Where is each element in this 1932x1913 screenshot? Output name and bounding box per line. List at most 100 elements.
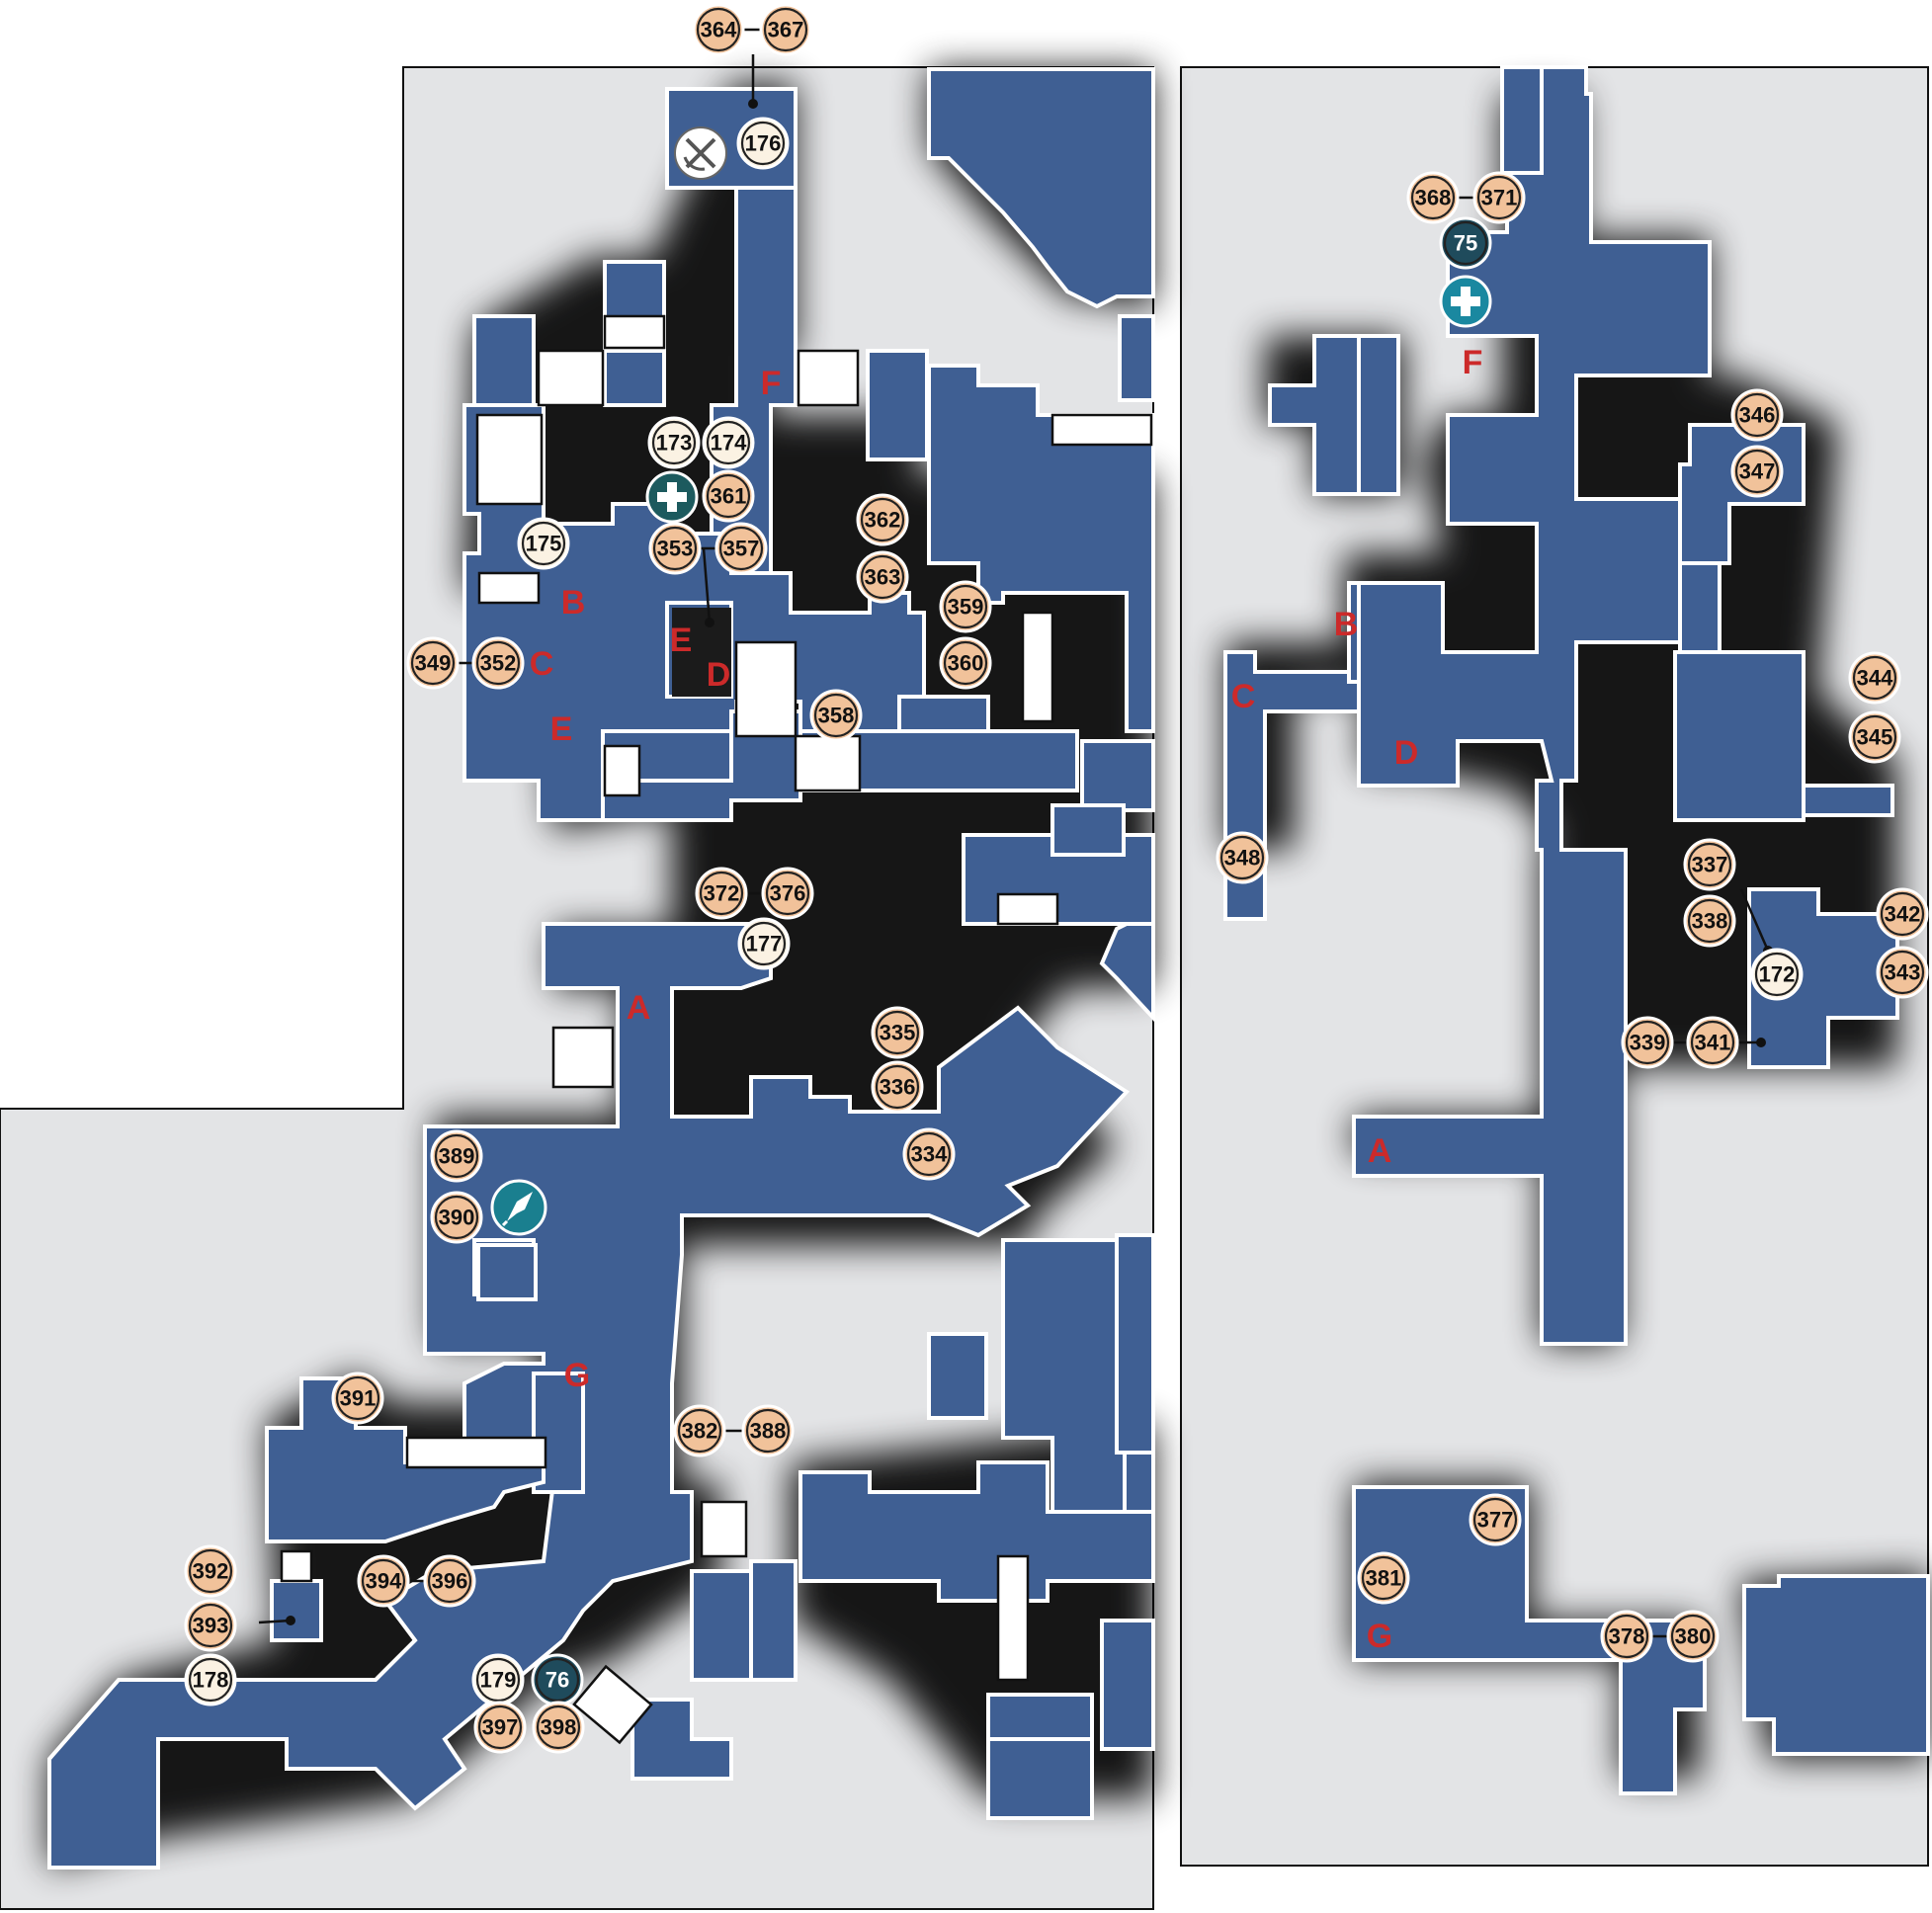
special-marker[interactable]: 75 [1439, 216, 1492, 270]
marker-ring [706, 473, 751, 519]
health-cross-icon[interactable] [1439, 275, 1492, 328]
collectible-marker[interactable]: 359 [939, 580, 992, 633]
collectible-marker[interactable]: 363 [856, 550, 909, 604]
marker-ring [188, 1603, 233, 1648]
collectible-marker[interactable]: 335 [871, 1006, 924, 1059]
collectible-marker[interactable]: 343 [1876, 946, 1929, 999]
collectible-marker[interactable]: 368 [1406, 171, 1460, 224]
marker-number: 392 [193, 1559, 229, 1584]
info-marker[interactable]: 176 [736, 117, 790, 170]
collectible-marker[interactable]: 341 [1686, 1016, 1739, 1069]
marker-number: 357 [723, 537, 760, 561]
marker-number: 343 [1885, 960, 1921, 985]
collectible-marker[interactable]: 391 [331, 1372, 384, 1425]
info-marker[interactable]: 177 [737, 917, 791, 970]
marker-ring [677, 1408, 722, 1454]
collectible-marker[interactable]: 377 [1469, 1493, 1522, 1546]
info-marker[interactable]: 178 [184, 1653, 237, 1706]
collectible-marker[interactable]: 389 [430, 1129, 483, 1183]
collectible-marker[interactable]: 339 [1621, 1016, 1674, 1069]
marker-ring [361, 1558, 406, 1604]
collectible-marker[interactable]: 394 [357, 1554, 410, 1608]
marker-number: 348 [1224, 846, 1261, 871]
collectible-marker[interactable]: 381 [1357, 1551, 1410, 1605]
collectible-marker[interactable]: 337 [1683, 838, 1736, 891]
collectible-marker[interactable]: 388 [741, 1404, 795, 1457]
rocket-arrow-icon[interactable] [490, 1179, 547, 1236]
marker-ring [188, 1548, 233, 1594]
collectible-marker[interactable]: 347 [1730, 445, 1784, 498]
collectible-marker[interactable]: 334 [902, 1127, 956, 1181]
marker-ring [943, 584, 988, 629]
marker-number: 177 [746, 932, 783, 956]
collectible-marker[interactable]: 348 [1216, 831, 1269, 884]
dark-room [672, 608, 731, 697]
info-marker[interactable]: 175 [517, 517, 570, 570]
marker-ring [1670, 1614, 1716, 1659]
marker-number: 359 [948, 595, 984, 620]
collectible-marker[interactable]: 362 [856, 493, 909, 546]
collectible-marker[interactable]: 380 [1666, 1610, 1720, 1663]
collectible-marker[interactable]: 357 [714, 522, 768, 575]
health-cross-icon[interactable] [645, 470, 699, 524]
collectible-marker[interactable]: 398 [532, 1701, 585, 1754]
collectible-marker[interactable]: 349 [406, 636, 460, 690]
marker-ring [1734, 449, 1780, 494]
marker-ring [1754, 952, 1800, 997]
marker-ring [699, 871, 744, 916]
marker-number: 376 [770, 881, 806, 906]
marker-ring [1880, 950, 1925, 995]
info-marker[interactable]: 174 [702, 416, 755, 469]
marker-ring [875, 1064, 920, 1110]
collectible-marker[interactable]: 344 [1848, 651, 1901, 705]
collectible-marker[interactable]: 367 [759, 3, 812, 56]
collectible-marker[interactable]: 338 [1683, 894, 1736, 948]
collectible-marker[interactable]: 378 [1600, 1610, 1653, 1663]
marker-number: 75 [1454, 231, 1477, 256]
marker-number: 372 [704, 881, 740, 906]
collectible-marker[interactable]: 396 [423, 1554, 476, 1608]
marker-ring [188, 1657, 233, 1703]
marker-number: 382 [682, 1419, 718, 1444]
collectible-marker[interactable]: 352 [471, 636, 525, 690]
collectible-marker[interactable]: 353 [648, 522, 702, 575]
marker-number: 381 [1366, 1566, 1402, 1591]
marker-ring [1690, 1020, 1735, 1065]
collectible-marker[interactable]: 382 [673, 1404, 726, 1457]
collectible-marker[interactable]: 342 [1876, 887, 1929, 941]
info-marker[interactable]: 173 [647, 416, 701, 469]
marker-number: 338 [1692, 909, 1728, 934]
collectible-marker[interactable]: 397 [473, 1701, 527, 1754]
marker-number: 360 [948, 651, 984, 676]
collectible-marker[interactable]: 336 [871, 1060, 924, 1114]
info-marker[interactable]: 179 [471, 1653, 525, 1706]
marker-ring [943, 640, 988, 686]
marker-number: 388 [750, 1419, 787, 1444]
crossed-weapons-icon[interactable] [674, 126, 727, 180]
collectible-marker[interactable]: 346 [1730, 388, 1784, 442]
info-marker[interactable]: 172 [1750, 948, 1804, 1001]
collectible-marker[interactable]: 392 [184, 1544, 237, 1598]
collectible-marker[interactable]: 361 [702, 469, 755, 523]
marker-number: 396 [432, 1569, 468, 1594]
transition-letter: F [761, 365, 782, 402]
marker-number: 179 [480, 1668, 517, 1693]
collectible-marker[interactable]: 364 [692, 3, 745, 56]
collectible-marker[interactable]: 360 [939, 636, 992, 690]
collectible-marker[interactable]: 393 [184, 1599, 237, 1652]
special-marker[interactable]: 76 [531, 1653, 584, 1706]
collectible-marker[interactable]: 358 [809, 689, 863, 742]
marker-ring [651, 420, 697, 465]
collectible-marker[interactable]: 345 [1848, 710, 1901, 764]
marker-ring [860, 497, 905, 542]
marker-ring [1880, 891, 1925, 937]
marker-number: 349 [415, 651, 452, 676]
marker-ring [335, 1375, 380, 1421]
collectible-marker[interactable]: 372 [695, 867, 748, 920]
marker-number: 342 [1885, 902, 1921, 927]
transition-letter: B [561, 584, 586, 622]
collectible-marker[interactable]: 376 [761, 867, 814, 920]
marker-number: 345 [1857, 725, 1893, 750]
collectible-marker[interactable]: 390 [430, 1191, 483, 1244]
collectible-marker[interactable]: 371 [1472, 171, 1526, 224]
